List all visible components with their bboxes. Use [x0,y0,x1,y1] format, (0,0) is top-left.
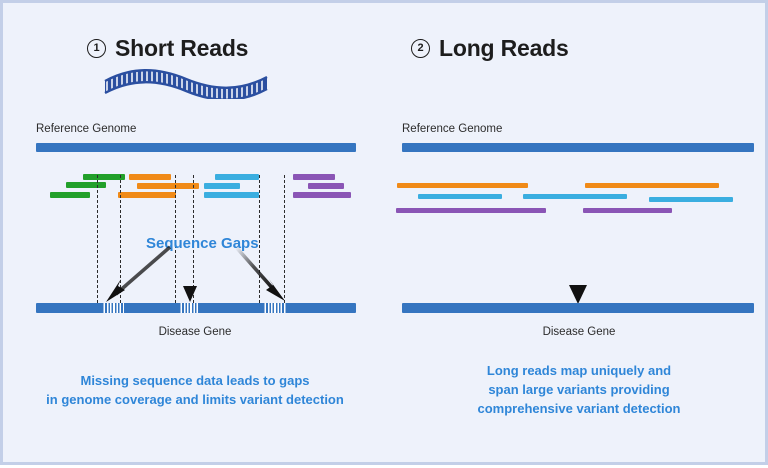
caption-line: span large variants providing [488,382,670,398]
disease-gene-bar [402,303,754,313]
read-segment [293,192,351,198]
panel-heading-long: 2 Long Reads [411,35,569,62]
caption-line: comprehensive variant detection [477,401,681,417]
mapping-arrow [569,214,587,304]
read-segment [418,194,502,199]
sequence-gap-region [179,303,199,313]
gap-boundary-guide [284,175,285,308]
sequence-gaps-label: Sequence Gaps [146,235,259,252]
read-segment [293,174,335,180]
step-number-badge: 2 [411,39,430,58]
gap-boundary-guide [175,175,176,308]
read-segment [396,208,546,213]
panel-caption-short: Missing sequence data leads to gaps in g… [3,371,387,409]
reference-genome-bar [36,143,356,152]
read-segment [523,194,627,199]
reference-genome-bar [402,143,754,152]
dna-double-helix-icon [101,63,271,104]
read-segment [50,192,90,198]
read-segment [83,174,125,180]
sequence-gap-region [102,303,124,313]
gap-boundary-guide [97,175,98,308]
read-segment [397,183,528,188]
step-number-badge: 1 [87,39,106,58]
panel-title: Long Reads [439,35,569,61]
read-segment [308,183,344,189]
read-segment [129,174,171,180]
gap-boundary-guide [193,175,194,308]
panel-heading-short: 1 Short Reads [87,35,248,62]
read-segment [137,183,199,189]
panel-long-reads: 2 Long Reads [387,3,768,468]
read-segment [204,183,240,189]
reference-genome-label: Reference Genome [402,123,503,135]
read-segment [585,183,719,188]
read-segment [215,174,259,180]
caption-line: Missing sequence data leads to gaps [80,373,310,388]
disease-gene-bar [36,303,356,313]
sequence-gap-region [263,303,286,313]
read-segment [118,192,176,198]
read-segment [583,208,672,213]
gap-arrows [106,245,285,302]
read-segment [649,197,733,202]
read-segment [66,182,106,188]
disease-gene-label: Disease Gene [542,326,616,338]
disease-gene-label: Disease Gene [158,326,232,338]
read-segment [204,192,259,198]
panel-caption-long: Long reads map uniquely and span large v… [387,361,768,419]
caption-line: Long reads map uniquely and [486,363,672,378]
reference-genome-label: Reference Genome [36,123,137,135]
gap-boundary-guide [259,175,260,308]
gap-boundary-guide [120,175,121,308]
caption-line: in genome coverage and limits variant de… [46,392,344,408]
panel-short-reads: 1 Short Reads [3,3,387,468]
panel-title: Short Reads [115,35,249,61]
